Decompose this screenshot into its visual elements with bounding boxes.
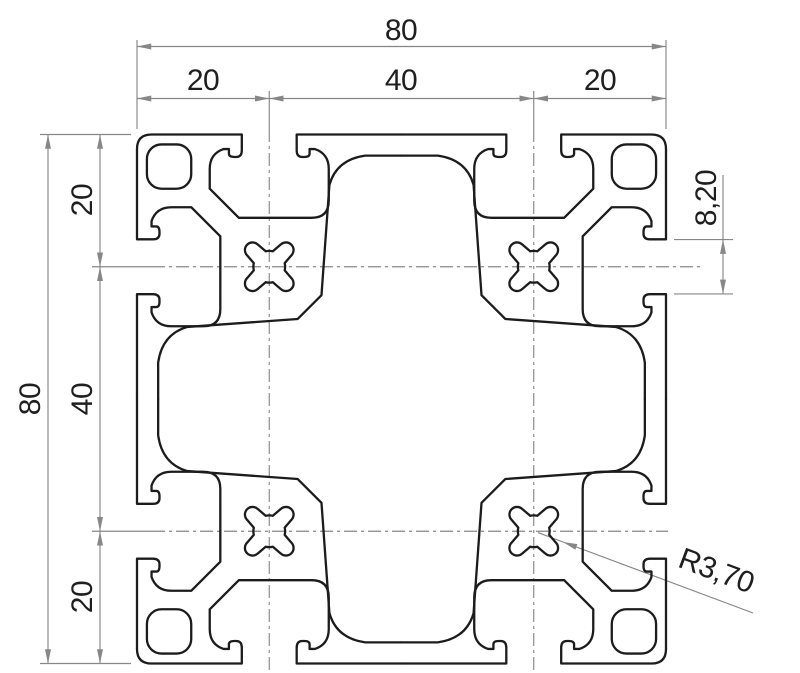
dim-text-slot-opening: 8,20	[690, 170, 723, 226]
dim-text-left-seg2: 40	[66, 383, 99, 415]
dim-text-top-seg1: 20	[187, 64, 219, 97]
dim-text-left-total: 80	[14, 383, 47, 415]
dim-text-core-radius: R3,70	[674, 542, 758, 600]
leader-line-radius	[562, 541, 754, 614]
dim-text-left-seg1: 20	[66, 184, 99, 216]
dimension-texts: 80 20 40 20 80 20 40 20 8,20 R3,70	[14, 14, 758, 613]
profile-geometry	[137, 135, 666, 664]
dimension-linework	[40, 40, 754, 670]
centerlines	[152, 129, 700, 670]
dim-text-top-seg3: 20	[584, 64, 616, 97]
dim-text-top-total: 80	[385, 14, 417, 47]
dim-text-top-seg2: 40	[385, 64, 417, 97]
dim-text-left-seg3: 20	[66, 581, 99, 613]
